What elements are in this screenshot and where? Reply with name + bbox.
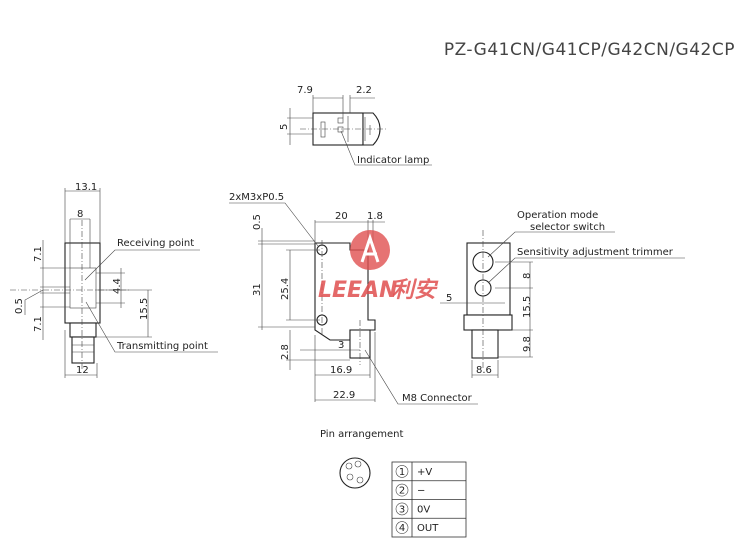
dim-2-8: 2.8 <box>280 344 291 360</box>
dim-15-5-rear: 15.5 <box>522 296 533 318</box>
pin-row: 4 OUT <box>395 521 439 534</box>
receiving-point-label: Receiving point <box>117 238 194 249</box>
dim-5-top: 5 <box>279 124 290 130</box>
dim-3: 3 <box>338 340 344 351</box>
top-view: 7.9 2.2 5 Indicator lamp <box>279 85 432 166</box>
svg-text:2: 2 <box>399 486 405 497</box>
svg-text:4: 4 <box>399 523 405 534</box>
dim-7-1-lower: 7.1 <box>33 316 44 332</box>
dim-31: 31 <box>252 283 263 296</box>
watermark-latin: LEEAN <box>318 278 398 303</box>
pin-arrangement-heading: Pin arrangement <box>320 429 403 440</box>
indicator-lamp-label: Indicator lamp <box>357 155 429 166</box>
svg-text:3: 3 <box>399 505 405 516</box>
transmitting-point-label: Transmitting point <box>116 341 208 352</box>
rear-view: 5 8 15.5 9.8 8.6 Operation mode selector… <box>440 210 685 378</box>
dim-13-1: 13.1 <box>75 182 97 193</box>
watermark-cjk: 利安 <box>392 277 439 303</box>
svg-text:OUT: OUT <box>417 523 439 534</box>
pin-row: 1 +V <box>395 465 432 478</box>
pin-table: 1 +V 2 − 3 0V 4 OUT <box>391 461 467 538</box>
dim-8-rear: 8 <box>522 273 533 279</box>
dim-22-9: 22.9 <box>333 390 355 401</box>
dim-4-4: 4.4 <box>112 278 123 294</box>
dim-12: 12 <box>76 365 89 376</box>
dim-15-5-side: 15.5 <box>139 298 150 320</box>
dim-5-rear: 5 <box>446 293 452 304</box>
svg-text:0V: 0V <box>417 505 430 516</box>
dim-0-5-front: 0.5 <box>252 214 263 230</box>
leean-watermark-logo: LEEAN 利安 <box>318 230 439 303</box>
dim-7-9: 7.9 <box>297 85 313 96</box>
dim-1-8: 1.8 <box>367 211 383 222</box>
dim-7-1-upper: 7.1 <box>33 246 44 262</box>
svg-text:+V: +V <box>417 467 432 478</box>
svg-text:1: 1 <box>399 467 405 478</box>
m8-connector-label: M8 Connector <box>402 393 473 404</box>
dim-2-2: 2.2 <box>356 85 372 96</box>
dim-20: 20 <box>335 211 348 222</box>
svg-text:−: − <box>417 486 425 497</box>
dim-16-9: 16.9 <box>330 365 352 376</box>
dim-0-5: 0.5 <box>14 298 25 314</box>
dim-8-6: 8.6 <box>476 365 492 376</box>
dim-25-4: 25.4 <box>280 278 291 300</box>
trimmer-label: Sensitivity adjustment trimmer <box>517 247 674 258</box>
pin-row: 3 0V <box>395 502 430 516</box>
mode-switch-label-1: Operation mode <box>517 210 598 221</box>
dim-8: 8 <box>77 209 83 220</box>
drawing-title: PZ-G41CN/G41CP/G42CN/G42CP <box>444 40 735 60</box>
mode-switch-label-2: selector switch <box>530 222 605 233</box>
screw-spec-label: 2xM3xP0.5 <box>229 192 284 203</box>
dim-9-8: 9.8 <box>522 336 533 352</box>
pin-row: 2 − <box>395 483 425 497</box>
side-view: 13.1 8 7.1 7.1 0.5 4.4 15.5 Receiving po… <box>10 182 218 378</box>
pin-arrangement: Pin arrangement 1 +V 2 − 3 0V <box>320 429 467 538</box>
